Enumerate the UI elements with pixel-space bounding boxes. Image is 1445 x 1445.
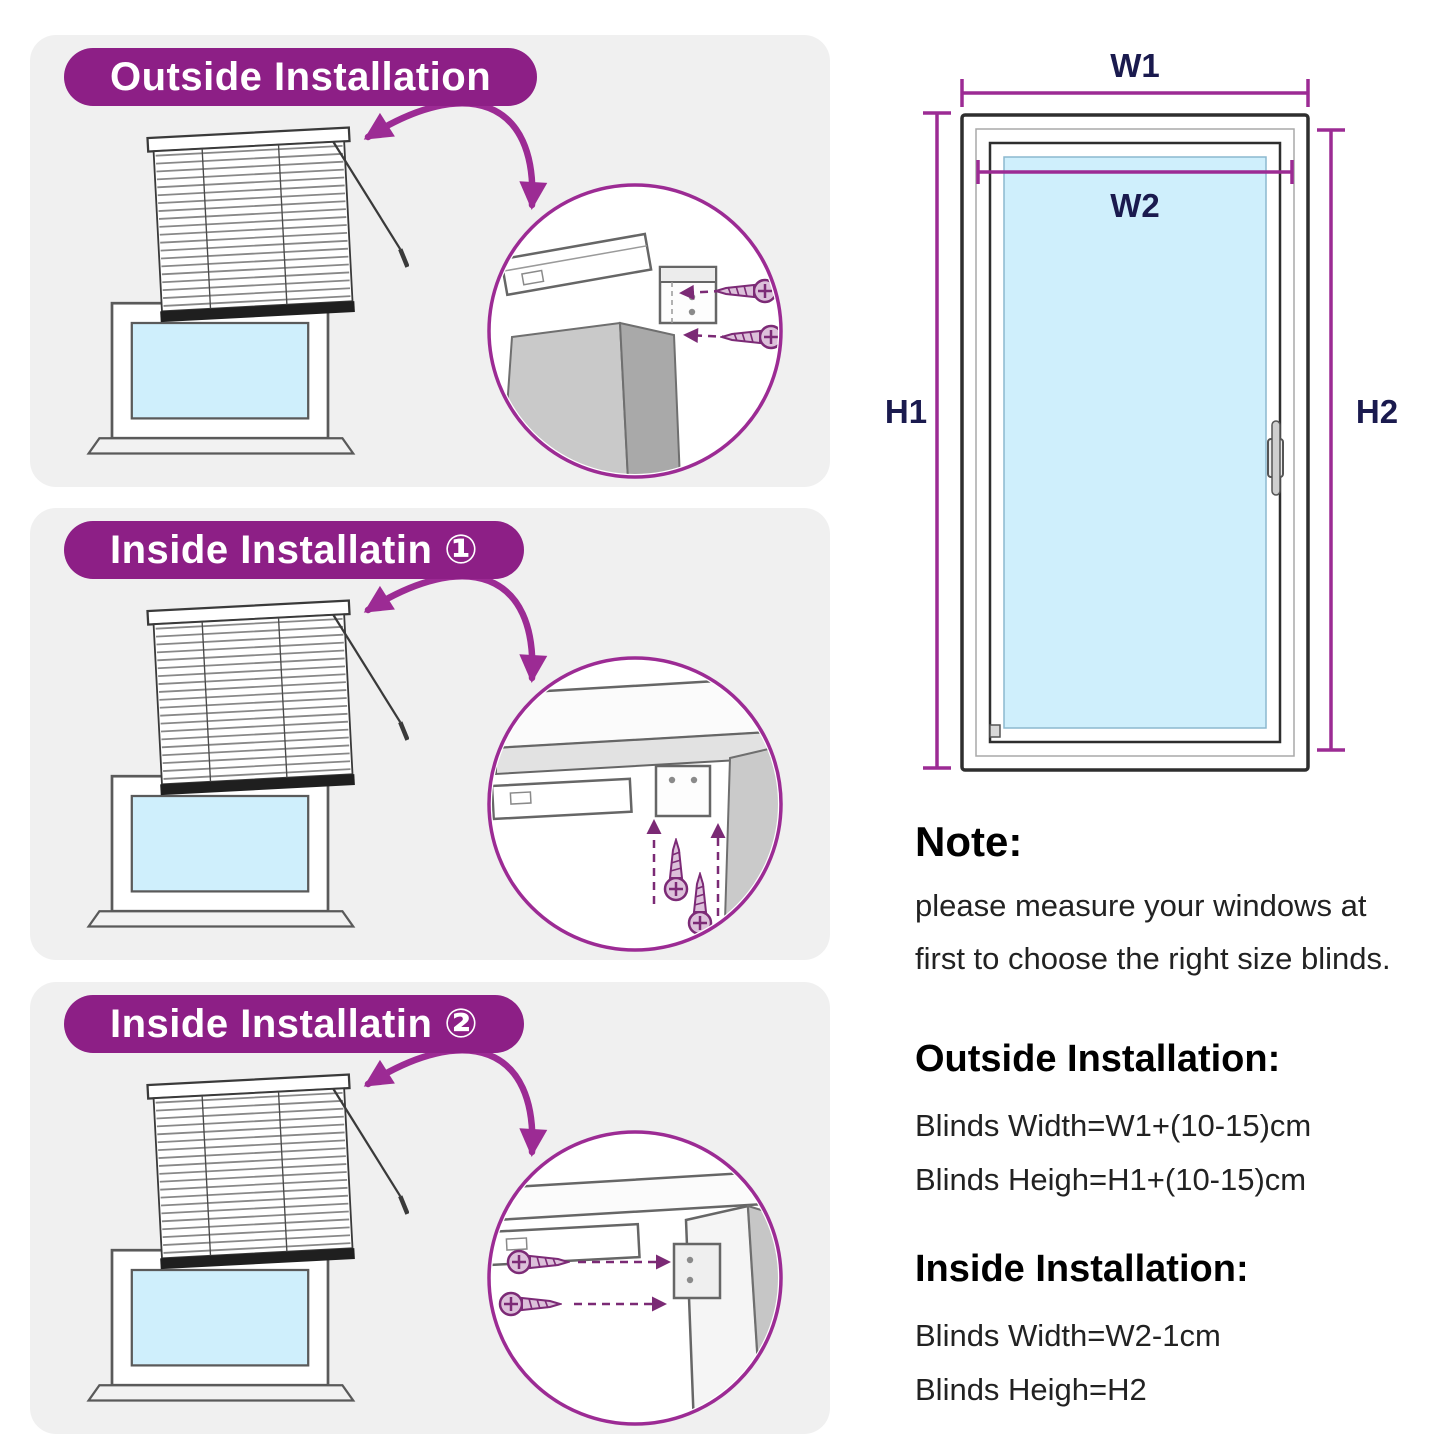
panel-inside-installation-2: Inside Installatin ②	[30, 982, 830, 1434]
outside-installation-illustration	[30, 100, 783, 479]
note-line-1: please measure your windows at	[915, 888, 1367, 923]
panel-title-badge: Outside Installation	[64, 48, 538, 106]
dim-label-w2: W2	[1110, 187, 1160, 224]
panel-title: Outside Installation	[110, 54, 492, 99]
window-measurement-diagram: W1 W2 H1 H2	[870, 25, 1445, 805]
inside-installation-heading: Inside Installation:	[915, 1248, 1249, 1290]
panel-inside-installation-1: Inside Installatin ①	[30, 508, 830, 960]
dim-label-w1: W1	[1110, 47, 1160, 84]
dim-w1-line	[960, 79, 1310, 107]
jamb-side	[746, 1204, 778, 1421]
mounting-bracket	[654, 764, 712, 818]
blinds-window-drawing	[89, 598, 410, 927]
note-line-2: first to choose the right size blinds.	[915, 941, 1391, 976]
panel-title: Inside Installatin ①	[110, 528, 479, 572]
outside-installation-heading: Outside Installation:	[915, 1038, 1281, 1080]
window-diagram-svg: W1 W2 H1 H2	[885, 47, 1398, 772]
headrail	[492, 777, 633, 821]
panel-title-badge: Inside Installatin ②	[64, 995, 525, 1053]
headrail	[499, 232, 653, 297]
dim-label-h1: H1	[885, 393, 927, 430]
blinds-window-drawing	[89, 1072, 410, 1401]
panel-title-badge: Inside Installatin ①	[64, 521, 525, 579]
inside-installation-2-illustration	[30, 1047, 783, 1426]
dim-label-h2: H2	[1356, 393, 1398, 430]
inside-top-mount-detail	[492, 676, 778, 947]
window-handle	[1271, 420, 1281, 496]
mounting-bracket	[658, 265, 718, 325]
dim-h1-line	[923, 111, 951, 770]
panel-title: Inside Installatin ②	[110, 1002, 479, 1046]
hinge	[989, 724, 1001, 738]
window-drawing	[960, 113, 1310, 772]
wall-side	[618, 321, 682, 474]
zoom-arrow	[363, 100, 548, 210]
outside-height-formula: Blinds Heigh=H1+(10-15)cm	[915, 1162, 1307, 1197]
note-heading: Note:	[915, 818, 1023, 865]
mounting-bracket	[672, 1242, 722, 1300]
blinds-window-drawing	[89, 125, 410, 454]
inside-height-formula: Blinds Heigh=H2	[915, 1372, 1147, 1407]
panel-outside-installation: Outside Installation	[30, 35, 830, 487]
dim-h2-line	[1317, 128, 1345, 752]
inside-width-formula: Blinds Width=W2-1cm	[915, 1318, 1221, 1353]
zoom-arrow	[363, 573, 548, 683]
dim-w2-line	[976, 160, 1294, 184]
inside-installation-1-illustration	[30, 573, 783, 952]
outside-width-formula: Blinds Width=W1+(10-15)cm	[915, 1108, 1312, 1143]
zoom-arrow	[363, 1047, 548, 1157]
wall-side	[722, 742, 778, 947]
